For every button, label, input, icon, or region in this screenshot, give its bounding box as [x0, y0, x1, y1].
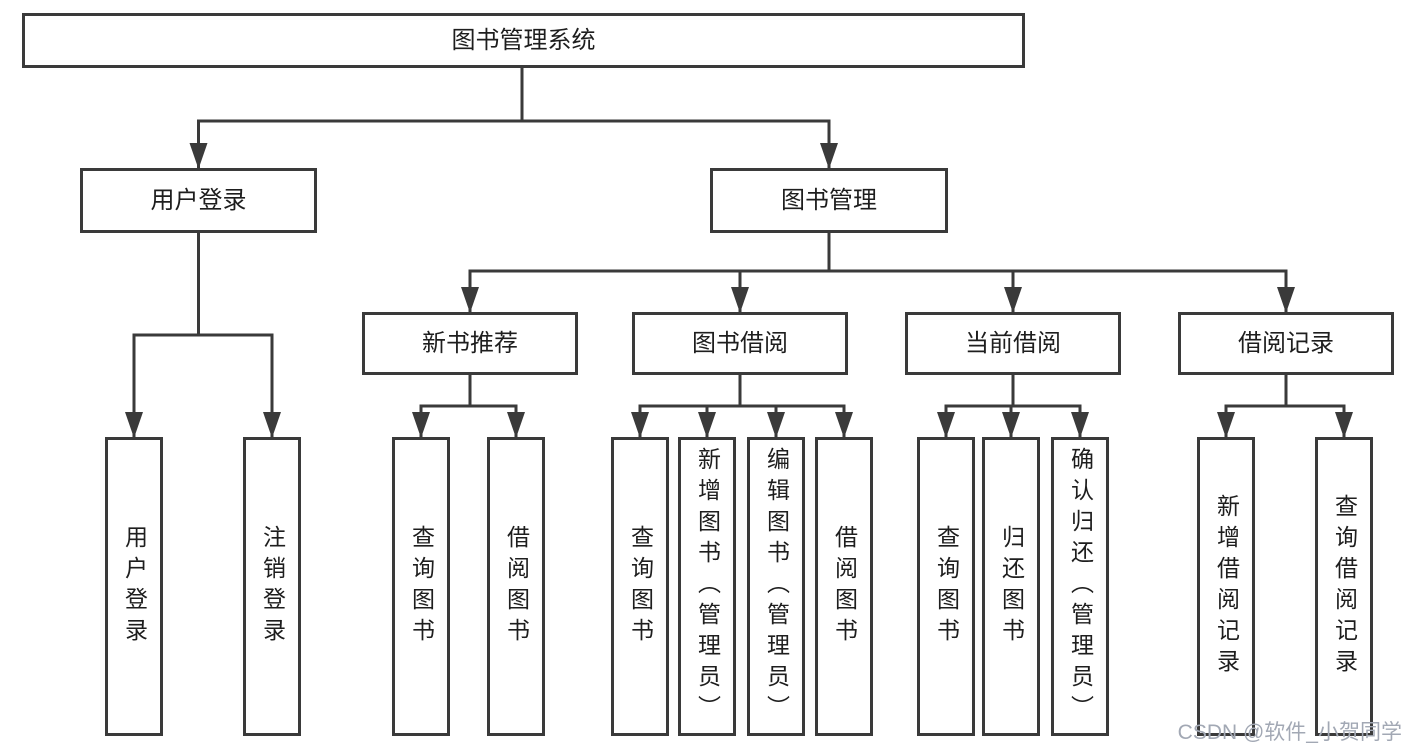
- leaf-query-books-recommend: 查询图书: [392, 437, 450, 736]
- csdn-watermark: CSDN @软件_小贺同学: [1177, 721, 1402, 744]
- leaf-query-borrow-record: 查询借阅记录: [1315, 437, 1373, 736]
- node-book-management: 图书管理: [710, 168, 948, 233]
- leaf-add-borrow-record: 新增借阅记录: [1197, 437, 1255, 736]
- leaf-confirm-return-admin: 确认归还（管理员）: [1051, 437, 1109, 736]
- leaf-return-book: 归还图书: [982, 437, 1040, 736]
- node-library-system: 图书管理系统: [22, 13, 1025, 68]
- node-user-login: 用户登录: [80, 168, 317, 233]
- leaf-borrow-books-recommend: 借阅图书: [487, 437, 545, 736]
- leaf-add-book-admin: 新增图书（管理员）: [678, 437, 736, 736]
- leaf-user-login: 用户登录: [105, 437, 163, 736]
- node-current-borrow: 当前借阅: [905, 312, 1121, 375]
- leaf-query-books-current: 查询图书: [917, 437, 975, 736]
- leaf-borrow-books: 借阅图书: [815, 437, 873, 736]
- node-new-book-recommend: 新书推荐: [362, 312, 578, 375]
- leaf-logout-login: 注销登录: [243, 437, 301, 736]
- node-book-borrow: 图书借阅: [632, 312, 848, 375]
- leaf-query-books-borrow: 查询图书: [611, 437, 669, 736]
- leaf-edit-book-admin: 编辑图书（管理员）: [747, 437, 805, 736]
- node-borrow-records: 借阅记录: [1178, 312, 1394, 375]
